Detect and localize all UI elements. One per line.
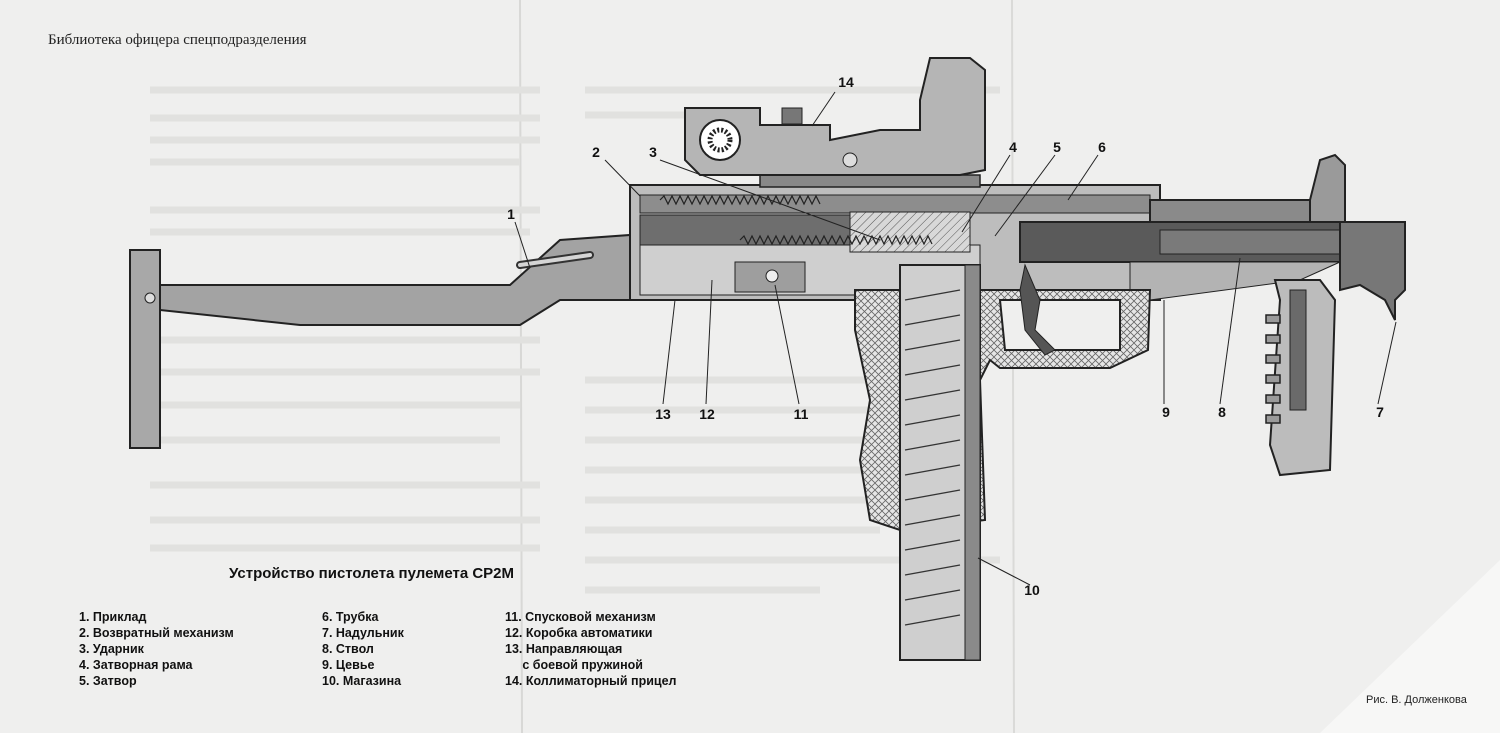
callout-12: 12 bbox=[699, 406, 715, 422]
callout-8: 8 bbox=[1218, 404, 1226, 420]
legend-item: 9. Цевье bbox=[322, 658, 375, 672]
callout-9: 9 bbox=[1162, 404, 1170, 420]
legend-item: 7. Надульник bbox=[322, 626, 404, 640]
collimator-sight bbox=[684, 57, 986, 188]
callout-13: 13 bbox=[655, 406, 671, 422]
barrel-assembly bbox=[1019, 153, 1406, 321]
legend-item: 2. Возвратный механизм bbox=[79, 626, 234, 640]
legend-item: с боевой пружиной bbox=[505, 658, 643, 672]
callout-10: 10 bbox=[1024, 582, 1040, 598]
diagram-title: Устройство пистолета пулемета СР2М bbox=[229, 565, 515, 582]
callout-1: 1 bbox=[507, 206, 515, 222]
legend-item: 6. Трубка bbox=[322, 610, 379, 624]
callout-2: 2 bbox=[592, 144, 600, 160]
legend-item: 14. Коллиматорный прицел bbox=[505, 674, 677, 688]
callout-6: 6 bbox=[1098, 139, 1106, 155]
legend-column-1: 1. Приклад 2. Возвратный механизм 3. Уда… bbox=[79, 609, 234, 689]
foregrip bbox=[1265, 279, 1337, 477]
illustration-credit: Рис. В. Долженкова bbox=[1366, 694, 1467, 706]
stock bbox=[129, 233, 634, 449]
callout-5: 5 bbox=[1053, 139, 1061, 155]
magazine bbox=[899, 264, 981, 661]
legend-column-2: 6. Трубка 7. Надульник 8. Ствол 9. Цевье… bbox=[322, 609, 404, 689]
legend-item: 1. Приклад bbox=[79, 610, 147, 624]
legend-item: 8. Ствол bbox=[322, 642, 374, 656]
callout-11: 11 bbox=[793, 406, 809, 422]
callout-14: 14 bbox=[838, 74, 854, 90]
legend-item: 3. Ударник bbox=[79, 642, 144, 656]
callout-4: 4 bbox=[1009, 139, 1017, 155]
book-header: Библиотека офицера спецподразделения bbox=[48, 32, 307, 48]
legend-item: 10. Магазина bbox=[322, 674, 402, 688]
legend-item: 5. Затвор bbox=[79, 674, 137, 688]
legend-item: 11. Спусковой механизм bbox=[505, 610, 656, 624]
legend-item: 12. Коробка автоматики bbox=[505, 626, 653, 640]
legend-item: 13. Направляющая bbox=[505, 642, 623, 656]
callout-7: 7 bbox=[1376, 404, 1384, 420]
legend-item: 4. Затворная рама bbox=[79, 658, 193, 672]
callout-3: 3 bbox=[649, 144, 657, 160]
legend-column-3: 11. Спусковой механизм 12. Коробка автом… bbox=[505, 609, 676, 689]
